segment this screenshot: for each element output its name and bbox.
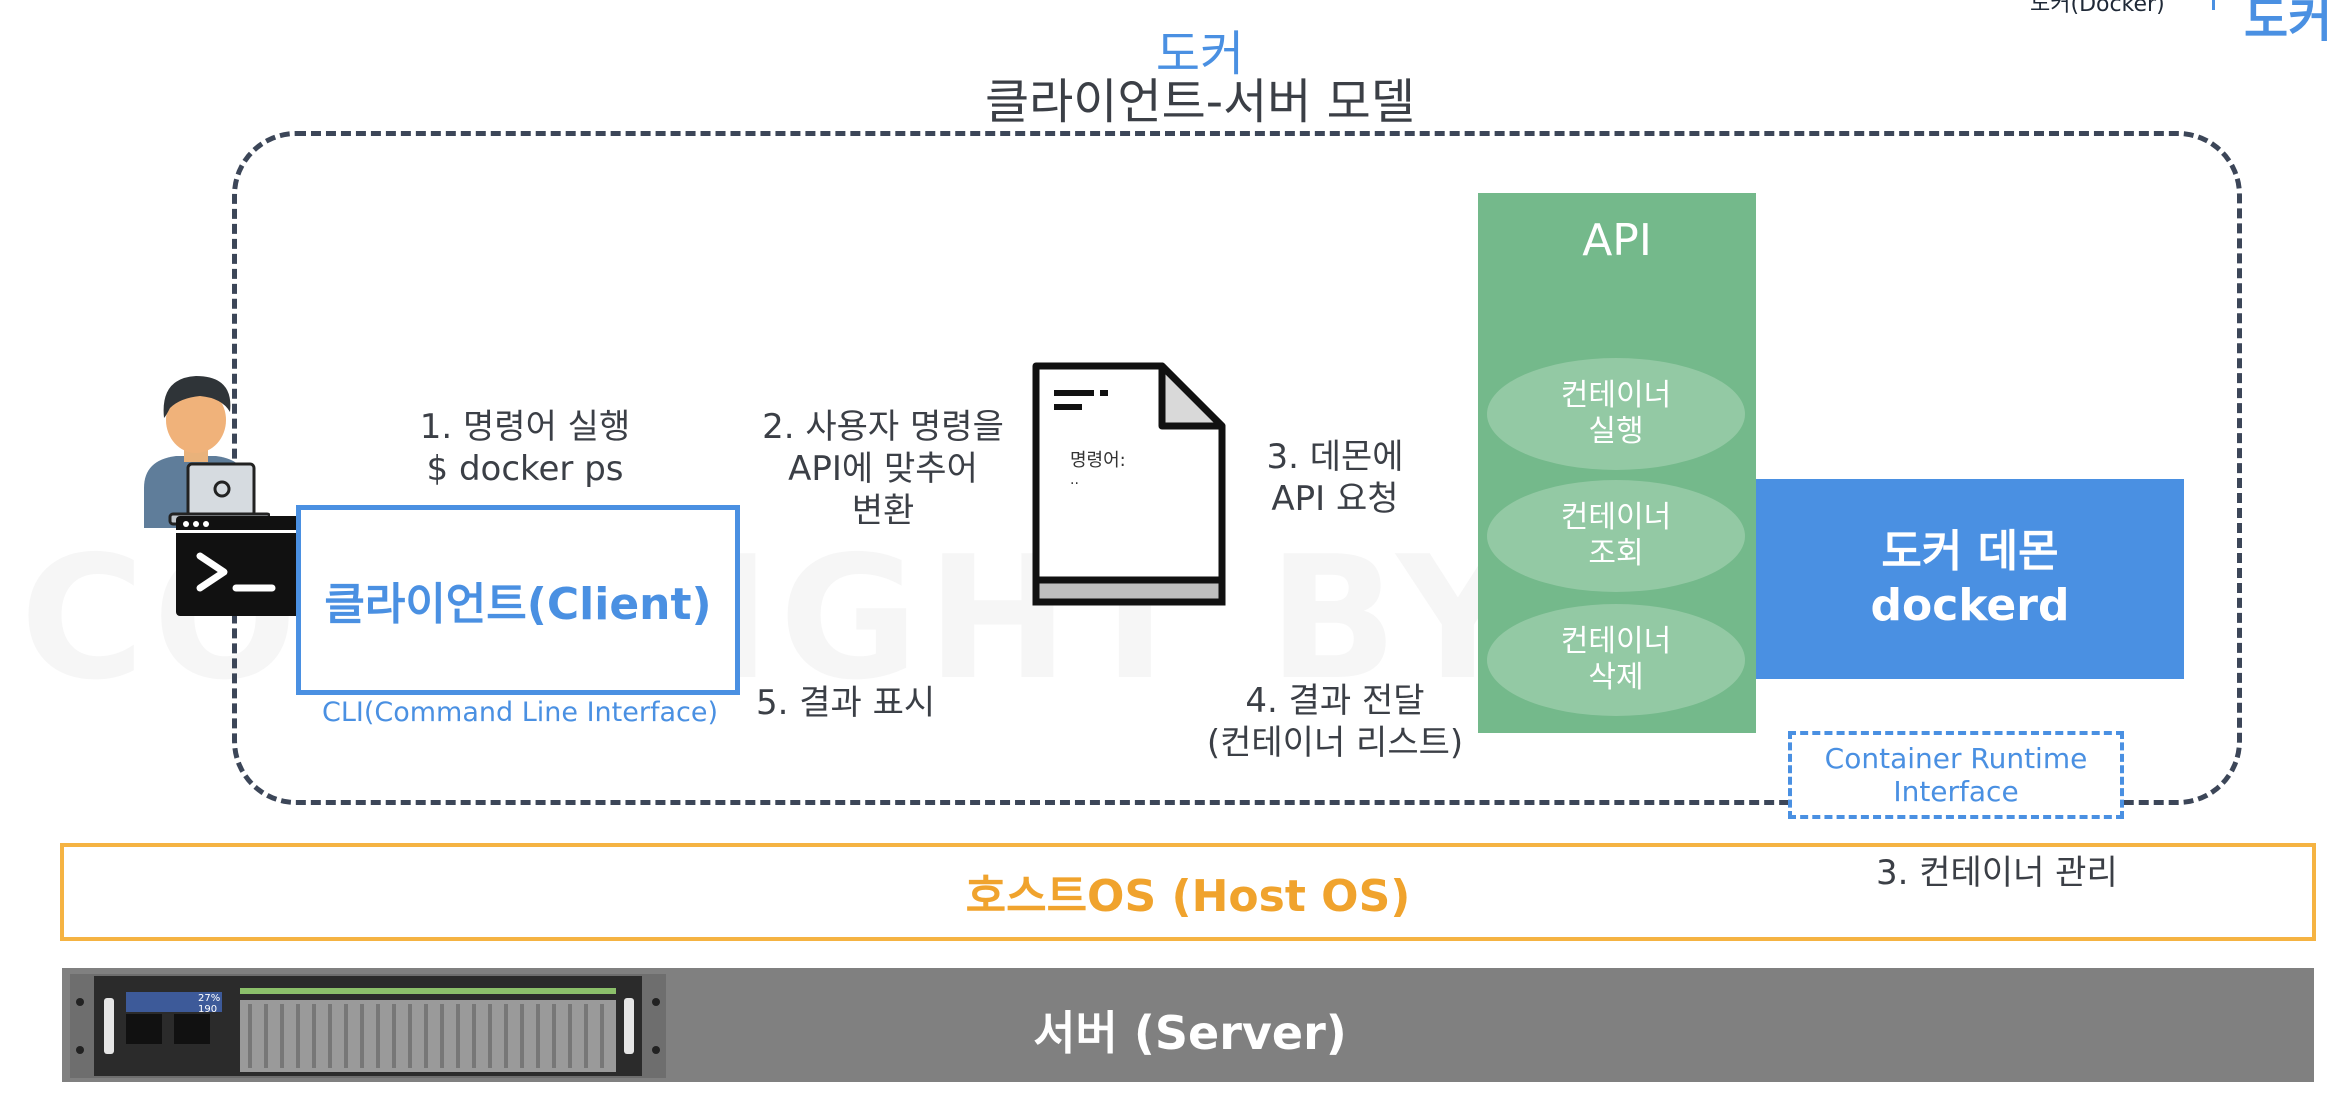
user-laptop-icon — [130, 368, 272, 532]
corner-subtitle: 도커(Docker) — [2030, 0, 2165, 17]
diagram-title: 클라이언트-서버 모델 — [984, 74, 1416, 130]
docker-daemon-box: 도커 데몬 dockerd — [1756, 479, 2184, 679]
step-4-label: 4. 결과 전달 (컨테이너 리스트) — [1180, 680, 1490, 764]
step-1-line-1: 1. 명령어 실행 — [419, 407, 631, 447]
cri-line-1: Container Runtime — [1824, 742, 2088, 775]
daemon-title: 도커 데몬 — [1881, 526, 2059, 577]
step-4-line-1: 4. 결과 전달 — [1245, 681, 1425, 721]
client-box: 클라이언트(Client) — [296, 505, 740, 695]
step-1-command: $ docker ps — [426, 449, 624, 489]
api-title: API — [1582, 215, 1652, 266]
corner-title: 도커 — [2244, 0, 2333, 48]
step-4-line-2: (컨테이너 리스트) — [1206, 723, 1464, 763]
cli-label: CLI(Command Line Interface) — [321, 697, 718, 728]
server-display-line-2: 190 — [198, 1004, 218, 1015]
diagram-supertitle: 도커 — [1155, 26, 1245, 82]
terminal-icon — [176, 516, 302, 620]
server-display-line-1: 27% — [198, 993, 221, 1004]
step-2-label: 2. 사용자 명령을 API에 맞추어 변환 — [740, 406, 1026, 532]
step-3-line-1: 3. 데몬에 — [1266, 437, 1404, 477]
host-os-label: 호스트OS (Host OS) — [965, 871, 1411, 922]
step-2-line-2: API에 맞추어 — [788, 449, 978, 489]
cri-line-2: Interface — [1893, 775, 2019, 808]
document-text-line-2: .. — [1070, 472, 1079, 488]
api-item-container-delete: 컨테이너 삭제 — [1487, 604, 1745, 716]
corner-divider — [2212, 0, 2215, 10]
step-2-line-3: 변환 — [851, 491, 915, 531]
server-label: 서버 (Server) — [1033, 1006, 1347, 1060]
server-display-readout: 27% 190 — [198, 993, 221, 1015]
document-text-line-1: 명령어: — [1070, 450, 1126, 471]
daemon-process-name: dockerd — [1870, 580, 2070, 631]
step-3-line-2: API 요청 — [1271, 479, 1399, 519]
container-runtime-interface-box: Container Runtime Interface — [1788, 731, 2124, 819]
document-icon — [1032, 362, 1228, 616]
step-3-label: 3. 데몬에 API 요청 — [1240, 436, 1430, 520]
step-3-container-label: 3. 컨테이너 관리 — [1876, 853, 2118, 893]
api-item-container-run: 컨테이너 실행 — [1487, 358, 1745, 470]
client-label: 클라이언트(Client) — [324, 579, 712, 630]
api-item-container-list: 컨테이너 조회 — [1487, 480, 1745, 592]
server-rack-icon — [70, 974, 666, 1082]
step-5-label: 5. 결과 표시 — [756, 683, 936, 723]
step-1-label: 1. 명령어 실행 $ docker ps — [380, 406, 670, 490]
step-2-line-1: 2. 사용자 명령을 — [762, 407, 1004, 447]
host-os-box: 호스트OS (Host OS) — [60, 843, 2316, 941]
